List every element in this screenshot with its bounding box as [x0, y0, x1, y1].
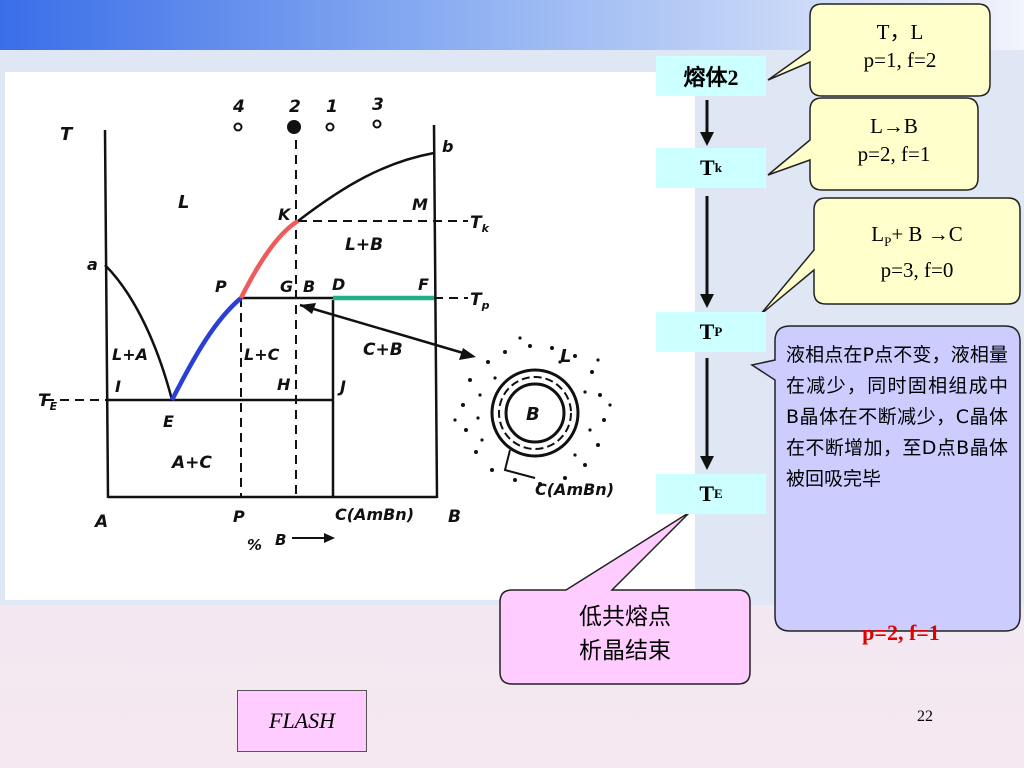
page-number: 22 [917, 708, 933, 725]
label-point-1: 1 [326, 97, 338, 117]
label-M: M [412, 195, 428, 214]
label-L-plus-B: L+B [345, 235, 383, 255]
label-crystal-shell: C(AmBn) [535, 480, 614, 499]
stage-melt-label: 熔体2 [683, 65, 739, 90]
note-shape [750, 325, 1021, 632]
label-C-compound: C(AmBn) [335, 505, 414, 524]
label-T-p: Tp [470, 290, 490, 312]
label-percent: % [247, 536, 262, 554]
callout-2-text: L→B p=2, f=1 [857, 114, 931, 166]
end-callout-shape [499, 511, 751, 685]
label-K: K [278, 205, 292, 224]
label-A-plus-C: A+C [170, 453, 212, 473]
label-J: J [337, 377, 346, 396]
crystal-illustration [453, 336, 612, 486]
label-G: G [280, 277, 293, 296]
label-B-right: B [448, 507, 461, 527]
label-point-2: 2 [289, 97, 301, 117]
note-text: 液相点在P点不变，液相量在减少，同时固相组成中B晶体在不断减少，C晶体在不断增加… [786, 344, 1008, 490]
diagram-panel [5, 72, 695, 600]
label-crystal-B: B [526, 404, 540, 425]
label-L-plus-A: L+A [112, 345, 148, 364]
label-b: b [442, 137, 453, 156]
label-P-bottom: P [233, 507, 245, 526]
label-B-axis: B [275, 531, 286, 549]
phase-diagram: T 4 2 1 3 a b L K M Tk L+B P G B D F Tp … [38, 95, 614, 554]
label-B-point: B [303, 277, 315, 296]
label-crystal-L: L [560, 346, 571, 367]
label-L-plus-C: L+C [244, 345, 280, 364]
label-C-plus-B: C+B [363, 340, 403, 360]
label-axis-T: T [60, 124, 74, 145]
label-A: A [93, 512, 108, 532]
label-D: D [332, 275, 345, 294]
label-P: P [215, 277, 227, 296]
end-callout-text: 低共熔点 析晶结束 [579, 604, 671, 664]
label-T-k: Tk [470, 213, 490, 235]
label-I: I [115, 377, 121, 396]
label-T-E: TE [38, 391, 58, 413]
label-point-4: 4 [232, 97, 245, 117]
callout-3-shape [759, 197, 1021, 316]
final-result: p=2, f=1 [862, 620, 940, 645]
label-L: L [178, 192, 189, 213]
callout-2-shape [767, 97, 979, 191]
flash-button-label: FLASH [269, 708, 335, 733]
callout-1-shape [767, 3, 991, 97]
label-a: a [87, 255, 98, 274]
label-E: E [163, 412, 174, 431]
callout-1-text: T，L p=1, f=2 [863, 20, 937, 72]
stage-melt: 熔体2 [656, 56, 766, 96]
label-F: F [418, 275, 429, 294]
label-point-3: 3 [372, 95, 384, 115]
callout-3-text: LP+ B →C p=3, f=0 [871, 222, 963, 283]
flash-button[interactable]: FLASH [237, 690, 367, 752]
label-H: H [277, 375, 291, 394]
